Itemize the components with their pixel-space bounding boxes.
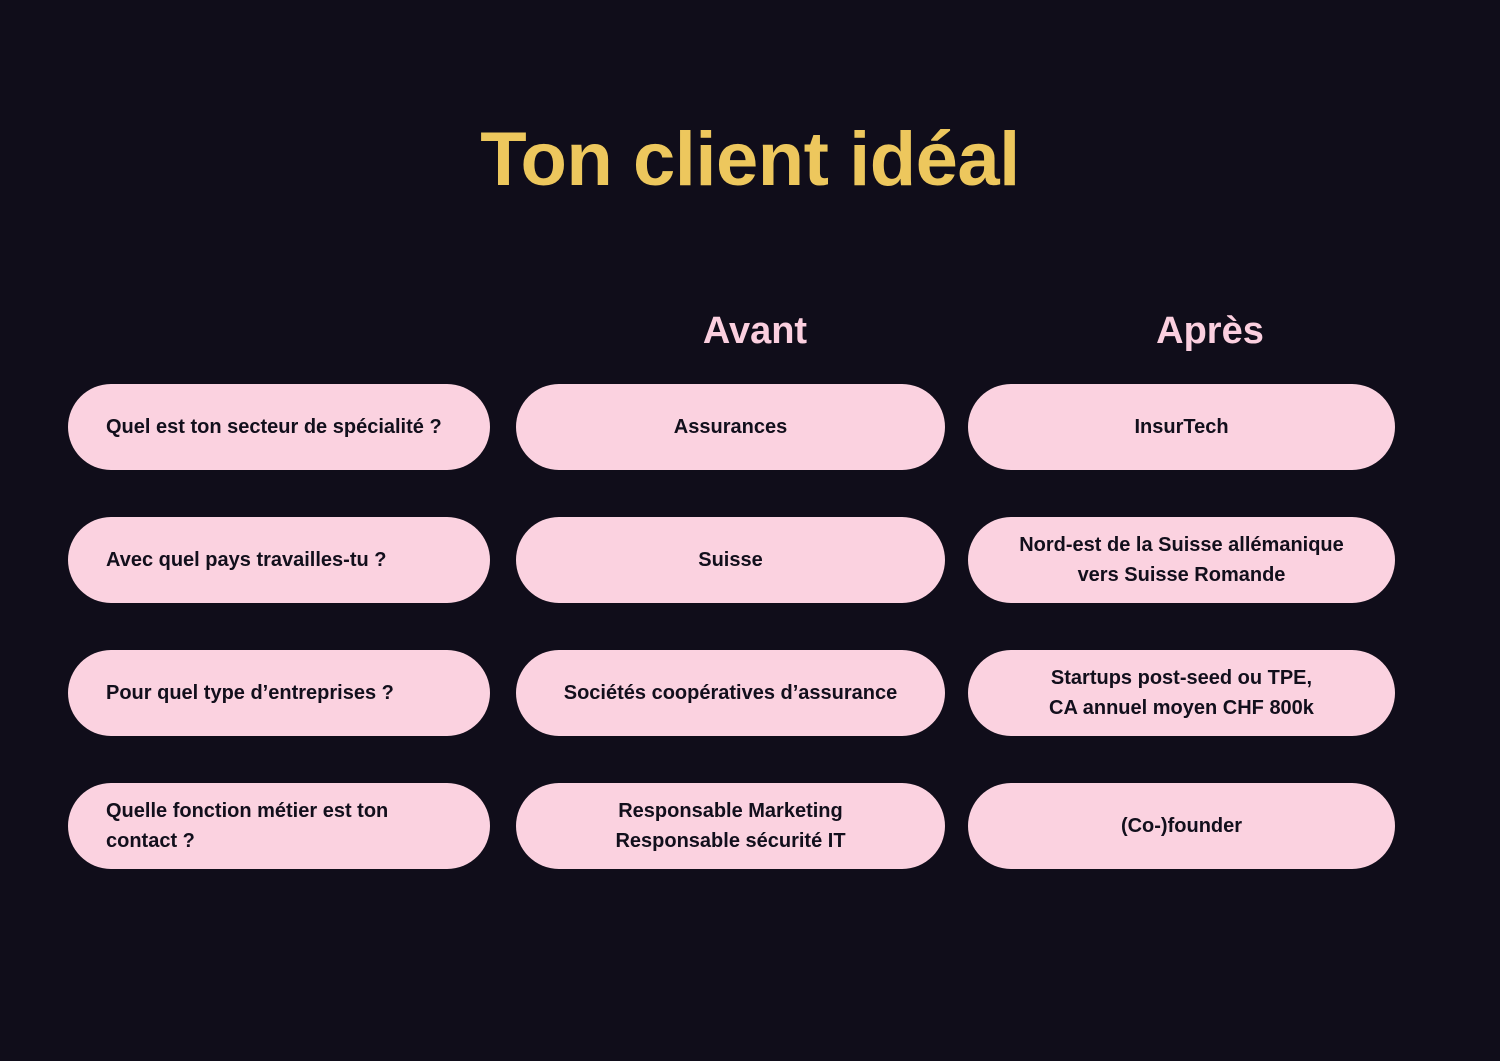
- after-pill-1[interactable]: InsurTech: [968, 384, 1395, 470]
- table-row: Pour quel type d’entreprises ? Sociétés …: [0, 650, 1500, 736]
- question-pill-3[interactable]: Pour quel type d’entreprises ?: [68, 650, 490, 736]
- question-pill-2[interactable]: Avec quel pays travailles-tu ?: [68, 517, 490, 603]
- before-text-4: Responsable Marketing Responsable sécuri…: [615, 800, 846, 852]
- after-text-2: Nord-est de la Suisse allémanique vers S…: [1019, 534, 1344, 586]
- table-row: Quel est ton secteur de spécialité ? Ass…: [0, 384, 1500, 470]
- question-text-4: Quelle fonction métier est ton contact ?: [106, 800, 389, 852]
- comparison-grid: Quel est ton secteur de spécialité ? Ass…: [0, 384, 1500, 916]
- column-header-avant: Avant: [702, 310, 808, 352]
- before-text-1: Assurances: [673, 416, 788, 438]
- after-pill-4[interactable]: (Co-)founder: [968, 783, 1395, 869]
- after-text-1: InsurTech: [1134, 416, 1229, 438]
- table-row: Avec quel pays travailles-tu ? Suisse No…: [0, 517, 1500, 603]
- page-title: Ton client idéal: [480, 117, 1020, 202]
- question-text-2: Avec quel pays travailles-tu ?: [106, 549, 387, 571]
- table-row: Quelle fonction métier est ton contact ?…: [0, 783, 1500, 869]
- before-text-2: Suisse: [698, 549, 763, 571]
- question-pill-4[interactable]: Quelle fonction métier est ton contact ?: [68, 783, 490, 869]
- before-text-3: Sociétés coopératives d’assurance: [563, 682, 898, 704]
- after-pill-2[interactable]: Nord-est de la Suisse allémanique vers S…: [968, 517, 1395, 603]
- before-pill-3[interactable]: Sociétés coopératives d’assurance: [516, 650, 945, 736]
- before-pill-4[interactable]: Responsable Marketing Responsable sécuri…: [516, 783, 945, 869]
- question-text-1: Quel est ton secteur de spécialité ?: [106, 416, 442, 438]
- question-pill-1[interactable]: Quel est ton secteur de spécialité ?: [68, 384, 490, 470]
- before-pill-2[interactable]: Suisse: [516, 517, 945, 603]
- column-header-apres: Après: [1156, 310, 1264, 352]
- before-pill-1[interactable]: Assurances: [516, 384, 945, 470]
- after-text-4: (Co-)founder: [1120, 815, 1243, 837]
- after-pill-3[interactable]: Startups post-seed ou TPE, CA annuel moy…: [968, 650, 1395, 736]
- after-text-3: Startups post-seed ou TPE, CA annuel moy…: [1049, 667, 1314, 719]
- question-text-3: Pour quel type d’entreprises ?: [106, 682, 394, 704]
